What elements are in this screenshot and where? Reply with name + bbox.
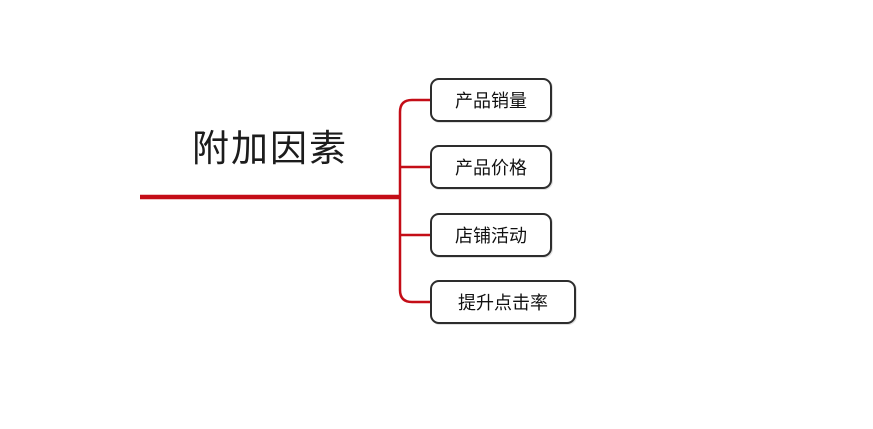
child-topic-2[interactable]: 产品价格 bbox=[430, 145, 552, 189]
child-topic-4-label: 提升点击率 bbox=[458, 293, 548, 313]
child-topic-4[interactable]: 提升点击率 bbox=[430, 280, 576, 324]
child-topic-1[interactable]: 产品销量 bbox=[430, 78, 552, 122]
child-topic-3[interactable]: 店铺活动 bbox=[430, 213, 552, 257]
child-topic-1-label: 产品销量 bbox=[455, 91, 527, 111]
child-topic-2-label: 产品价格 bbox=[455, 158, 527, 178]
child-topic-3-label: 店铺活动 bbox=[455, 226, 527, 246]
branch-spine bbox=[398, 98, 432, 304]
root-topic[interactable]: 附加因素 bbox=[192, 129, 348, 170]
